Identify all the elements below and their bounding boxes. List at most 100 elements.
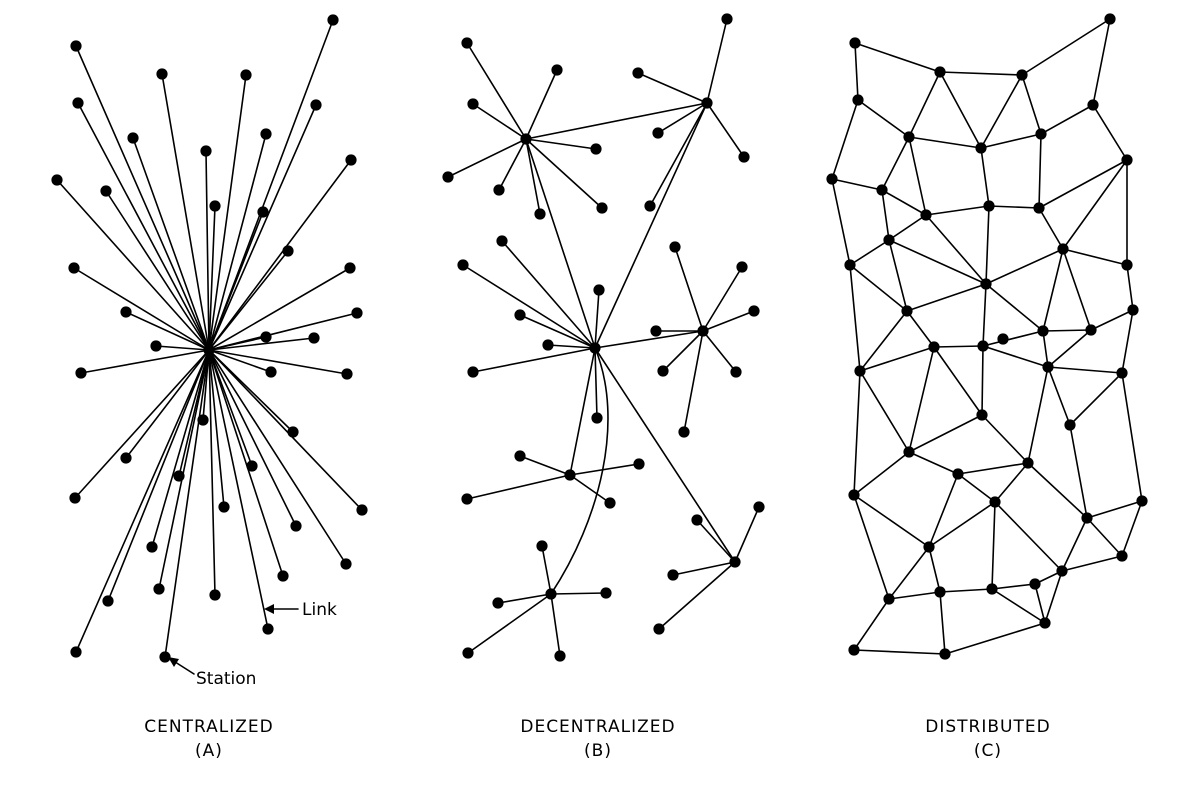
decentralized-link bbox=[550, 592, 607, 595]
centralized-station bbox=[340, 558, 352, 570]
centralized-station bbox=[262, 623, 274, 635]
distributed-station bbox=[1064, 419, 1076, 431]
distributed-link bbox=[1047, 329, 1092, 368]
centralized-station bbox=[72, 97, 84, 109]
centralized-station bbox=[70, 40, 82, 52]
distributed-station bbox=[952, 468, 964, 480]
distributed-link bbox=[939, 591, 946, 655]
distributed-link bbox=[881, 189, 890, 241]
distributed-link bbox=[853, 494, 890, 600]
decentralized-station bbox=[678, 426, 690, 438]
centralized-stations bbox=[51, 14, 368, 663]
distributed-link bbox=[831, 178, 883, 191]
distributed-link bbox=[1062, 248, 1128, 266]
distributed-link bbox=[991, 588, 1046, 624]
distributed-station bbox=[989, 496, 1001, 508]
centralized-link bbox=[208, 349, 297, 527]
link-annotation: Link bbox=[264, 600, 337, 620]
centralized-station bbox=[209, 200, 221, 212]
distributed-link bbox=[928, 546, 941, 593]
distributed-station bbox=[876, 184, 888, 196]
distributed-link bbox=[849, 239, 890, 266]
centralized-link bbox=[208, 349, 269, 630]
centralized-station bbox=[173, 470, 185, 482]
decentralized-hub bbox=[564, 469, 576, 481]
distributed-link bbox=[1042, 330, 1049, 368]
decentralized-station bbox=[721, 13, 733, 25]
decentralized-station bbox=[591, 412, 603, 424]
decentralized-link bbox=[525, 138, 597, 150]
centralized-station bbox=[351, 307, 363, 319]
distributed-link bbox=[944, 622, 1046, 655]
decentralized-links bbox=[447, 18, 760, 657]
caption-distributed-label: (C) bbox=[974, 741, 1002, 761]
centralized-link bbox=[208, 267, 351, 351]
centralized-station bbox=[127, 132, 139, 144]
distributed-station bbox=[934, 66, 946, 78]
decentralized-link bbox=[706, 18, 728, 104]
decentralized-link bbox=[472, 103, 527, 140]
distributed-link bbox=[1126, 264, 1134, 311]
distributed-link bbox=[1061, 517, 1088, 572]
distributed-link bbox=[928, 473, 959, 548]
decentralized-hub bbox=[589, 342, 601, 354]
decentralized-station bbox=[669, 241, 681, 253]
decentralized-link bbox=[550, 593, 561, 657]
decentralized-station bbox=[633, 458, 645, 470]
distributed-station bbox=[1033, 202, 1045, 214]
centralized-link bbox=[205, 150, 210, 351]
distributed-link bbox=[1121, 309, 1134, 374]
centralized-link bbox=[208, 104, 317, 351]
distributed-link bbox=[908, 346, 935, 453]
decentralized-station bbox=[730, 366, 742, 378]
distributed-station bbox=[928, 341, 940, 353]
centralized-link bbox=[56, 179, 210, 351]
distributed-link bbox=[908, 71, 941, 138]
decentralized-trunk-link bbox=[594, 347, 736, 563]
decentralized-station bbox=[590, 143, 602, 155]
distributed-station bbox=[901, 305, 913, 317]
distributed-station bbox=[1016, 69, 1028, 81]
decentralized-trunk-link bbox=[550, 347, 609, 595]
distributed-link bbox=[925, 214, 987, 285]
decentralized-trunk-link bbox=[594, 330, 704, 349]
distributed-link bbox=[982, 330, 1044, 347]
centralized-station bbox=[51, 174, 63, 186]
centralized-station bbox=[345, 154, 357, 166]
distributed-link bbox=[888, 214, 927, 241]
decentralized-station bbox=[748, 305, 760, 317]
centralized-link bbox=[125, 349, 210, 459]
distributed-station bbox=[1121, 154, 1133, 166]
distributed-stations bbox=[826, 13, 1148, 660]
distributed-link bbox=[985, 283, 1044, 332]
decentralized-station bbox=[467, 98, 479, 110]
distributed-station bbox=[848, 489, 860, 501]
distributed-link bbox=[925, 205, 990, 216]
centralized-link bbox=[208, 349, 347, 565]
distributed-link bbox=[1027, 366, 1049, 464]
centralized-station bbox=[265, 366, 277, 378]
centralized-station bbox=[200, 145, 212, 157]
distributed-link bbox=[1042, 329, 1092, 332]
distributed-link bbox=[981, 345, 984, 416]
distributed-station bbox=[1029, 578, 1041, 590]
distributed-link bbox=[1062, 159, 1128, 250]
distributed-link bbox=[1038, 159, 1128, 209]
distributed-station bbox=[883, 593, 895, 605]
decentralized-link bbox=[662, 330, 704, 372]
decentralized-network bbox=[442, 13, 765, 662]
distributed-link bbox=[1086, 500, 1143, 519]
decentralized-station bbox=[492, 597, 504, 609]
distributed-link bbox=[957, 473, 996, 503]
distributed-link bbox=[939, 71, 982, 149]
centralized-link bbox=[208, 250, 289, 351]
centralized-link bbox=[208, 205, 216, 351]
distributed-link bbox=[1044, 570, 1063, 624]
centralized-link bbox=[158, 349, 210, 590]
distributed-station bbox=[977, 340, 989, 352]
decentralized-link bbox=[447, 138, 527, 178]
distributed-link bbox=[888, 239, 908, 312]
centralized-station bbox=[102, 595, 114, 607]
decentralized-link bbox=[672, 561, 736, 576]
decentralized-station bbox=[442, 171, 454, 183]
